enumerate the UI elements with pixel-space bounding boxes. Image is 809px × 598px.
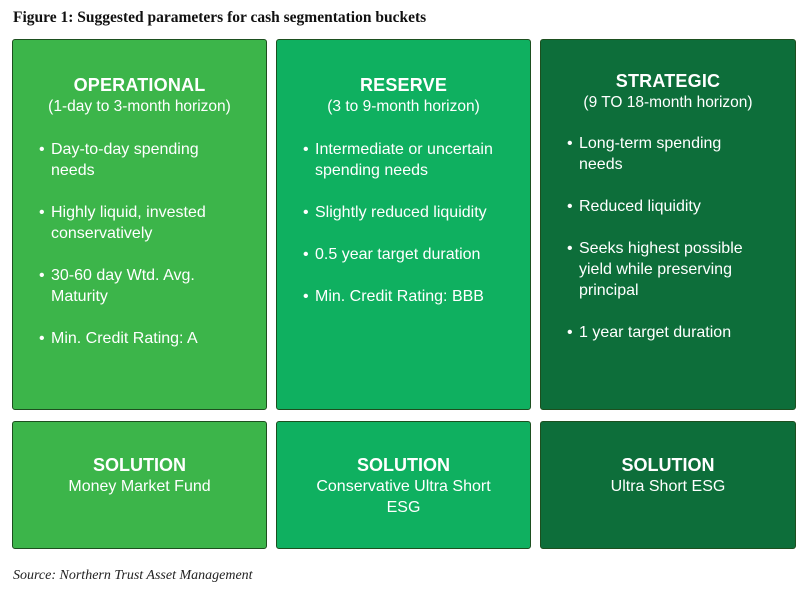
bucket-bullet-list: Long-term spending needs Reduced liquidi… <box>541 133 795 343</box>
bullet-item: Long-term spending needs <box>567 133 769 175</box>
bullet-item: 0.5 year target duration <box>303 244 504 265</box>
bullet-item: 30-60 day Wtd. Avg. Maturity <box>39 265 240 307</box>
bucket-bullet-list: Intermediate or uncertain spending needs… <box>277 139 530 307</box>
solution-heading: SOLUTION <box>621 455 715 475</box>
strategic-solution-box: SOLUTION Ultra Short ESG <box>540 421 796 549</box>
bucket-heading: RESERVE <box>359 75 448 95</box>
bucket-heading: OPERATIONAL <box>73 75 206 95</box>
figure-title: Figure 1: Suggested parameters for cash … <box>13 9 427 26</box>
bullet-item: Reduced liquidity <box>567 196 769 217</box>
bullet-item: Highly liquid, invested conservatively <box>39 202 240 244</box>
bullet-item: Min. Credit Rating: BBB <box>303 286 504 307</box>
strategic-bucket-box: STRATEGIC (9 TO 18-month horizon) Long-t… <box>540 39 796 410</box>
bullet-item: 1 year target duration <box>567 322 769 343</box>
bullet-item: Intermediate or uncertain spending needs <box>303 139 504 181</box>
reserve-bucket-box: RESERVE (3 to 9-month horizon) Intermedi… <box>276 39 531 410</box>
bucket-heading: STRATEGIC <box>615 71 721 91</box>
bucket-horizon: (9 TO 18-month horizon) <box>583 94 753 111</box>
reserve-solution-box: SOLUTION Conservative Ultra Short ESG <box>276 421 531 549</box>
bullet-item: Day-to-day spending needs <box>39 139 240 181</box>
operational-solution-box: SOLUTION Money Market Fund <box>12 421 267 549</box>
solution-text: Conservative Ultra Short ESG <box>316 478 491 516</box>
bullet-item: Slightly reduced liquidity <box>303 202 504 223</box>
bullet-item: Seeks highest possible yield while prese… <box>567 238 769 301</box>
bucket-horizon: (3 to 9-month horizon) <box>327 98 480 115</box>
bullet-item: Min. Credit Rating: A <box>39 328 240 349</box>
solution-text: Ultra Short ESG <box>610 478 726 495</box>
solution-text: Money Market Fund <box>68 478 211 495</box>
figure-source: Source: Northern Trust Asset Management <box>13 568 253 583</box>
operational-bucket-box: OPERATIONAL (1-day to 3-month horizon) D… <box>12 39 267 410</box>
bucket-bullet-list: Day-to-day spending needs Highly liquid,… <box>13 139 266 349</box>
solution-heading: SOLUTION <box>357 455 450 475</box>
solution-heading: SOLUTION <box>93 455 186 475</box>
bucket-horizon: (1-day to 3-month horizon) <box>48 98 231 115</box>
